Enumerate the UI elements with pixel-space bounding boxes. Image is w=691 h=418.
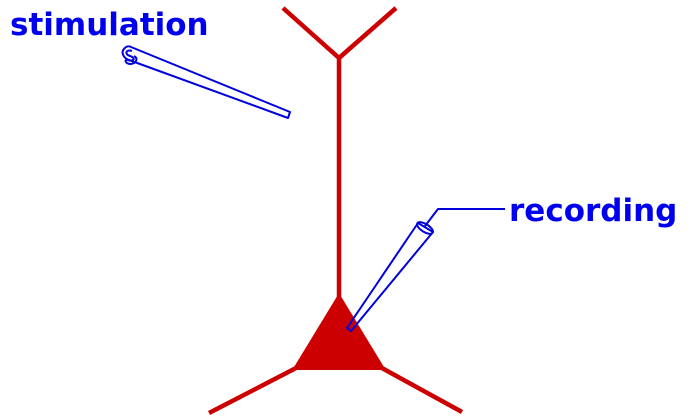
neuron (207, 6, 464, 415)
apical-branch-right (337, 6, 398, 60)
recording-pipette (346, 222, 434, 332)
recording-lead-wire (424, 208, 505, 227)
soma (293, 294, 385, 370)
basal-dendrite-left (207, 365, 300, 415)
stimulation-wire-coil (124, 49, 138, 65)
recording-pipette-cap (416, 221, 434, 235)
recording-electrode (346, 208, 505, 332)
basal-dendrite-right (378, 365, 464, 414)
stimulation-pipette (121, 45, 291, 119)
apical-branch-left (281, 6, 341, 60)
stimulation-label: stimulation (10, 7, 209, 43)
stimulation-electrode (121, 45, 291, 119)
recording-label: recording (509, 193, 677, 229)
